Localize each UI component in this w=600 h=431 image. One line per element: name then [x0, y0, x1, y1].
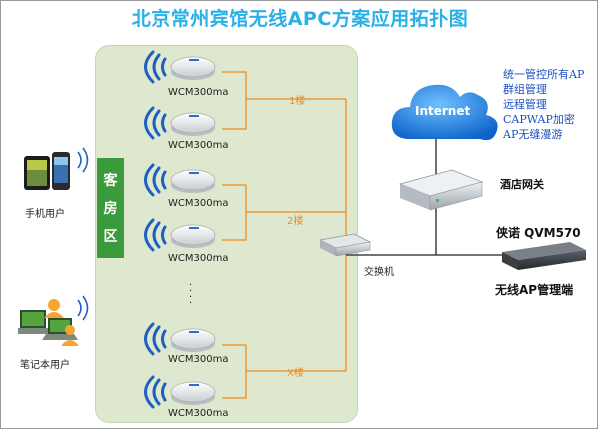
- router-gateway-icon: [398, 169, 484, 211]
- ap-label-4: WCM300ma: [168, 253, 229, 264]
- feature-item: 统一管控所有AP: [503, 68, 585, 81]
- feature-item: CAPWAP加密: [503, 113, 575, 126]
- diagram-title: 北京常州宾馆无线APC方案应用拓扑图: [131, 8, 469, 30]
- laptop-user-icon: [18, 299, 79, 346]
- laptop-users[interactable]: [18, 296, 84, 352]
- controller-name: 侠诺 QVM570: [496, 226, 581, 240]
- internet-label: Internet: [415, 104, 471, 118]
- access-point-3[interactable]: [143, 163, 225, 197]
- ceiling-access-point-icon: [170, 112, 216, 136]
- ceiling-access-point-icon: [170, 328, 216, 352]
- tablet-icon: [24, 156, 50, 190]
- guest-room-area-panel: [95, 45, 358, 423]
- zone-char-1: 客: [103, 173, 118, 189]
- access-point-1[interactable]: [143, 50, 225, 84]
- wifi-signal-icon: [144, 375, 167, 409]
- ap-label-5: WCM300ma: [168, 354, 229, 365]
- user-wifi-signals: [77, 147, 89, 321]
- ap-label-2: WCM300ma: [168, 140, 229, 151]
- cloud-icon: [391, 84, 498, 141]
- mobile-users-label: 手机用户: [25, 209, 65, 220]
- controller-role: 无线AP管理端: [495, 283, 574, 297]
- wifi-signal-icon: [144, 163, 167, 197]
- network-switch-icon: [318, 233, 372, 257]
- smartphone-icon: [52, 152, 70, 190]
- floor-label-1: 1楼: [289, 96, 306, 107]
- feature-item: AP无缝漫游: [503, 128, 563, 141]
- wifi-signal-icon: [144, 106, 167, 140]
- rack-controller-icon: [502, 242, 586, 270]
- mobile-users[interactable]: [22, 150, 78, 196]
- access-point-2[interactable]: [143, 106, 225, 140]
- access-point-5[interactable]: [143, 322, 225, 356]
- feature-item: 远程管理: [503, 98, 547, 111]
- zone-char-3: 区: [103, 229, 118, 245]
- ap-controller[interactable]: [500, 240, 588, 274]
- ceiling-access-point-icon: [170, 224, 216, 248]
- more-floors-ellipsis: ····: [189, 280, 193, 309]
- floor-label-x: X楼: [287, 368, 304, 379]
- access-point-6[interactable]: [143, 375, 225, 409]
- ap-label-6: WCM300ma: [168, 408, 229, 419]
- ceiling-access-point-icon: [170, 56, 216, 80]
- internet-cloud[interactable]: [388, 77, 500, 153]
- zone-char-2: 房: [103, 201, 118, 217]
- wifi-signal-icon: [144, 218, 167, 252]
- ceiling-access-point-icon: [170, 169, 216, 193]
- ap-label-1: WCM300ma: [168, 87, 229, 98]
- wifi-signal-icon: [144, 322, 167, 356]
- switch[interactable]: [314, 232, 372, 260]
- gateway-label: 酒店网关: [500, 178, 544, 191]
- controller-features-list: 统一管控所有AP 群组管理 远程管理 CAPWAP加密 AP无缝漫游: [503, 67, 584, 142]
- ap-label-3: WCM300ma: [168, 198, 229, 209]
- guest-room-zone-label: 客 房 区: [97, 158, 124, 258]
- wifi-signal-icon: [144, 50, 167, 84]
- hotel-gateway[interactable]: [396, 166, 486, 216]
- switch-label: 交换机: [364, 267, 394, 278]
- floor-label-2: 2楼: [287, 216, 304, 227]
- floor-wiring: [222, 71, 347, 399]
- laptop-users-label: 笔记本用户: [20, 360, 70, 371]
- feature-item: 群组管理: [503, 83, 547, 96]
- ceiling-access-point-icon: [170, 381, 216, 405]
- access-point-4[interactable]: [143, 218, 225, 252]
